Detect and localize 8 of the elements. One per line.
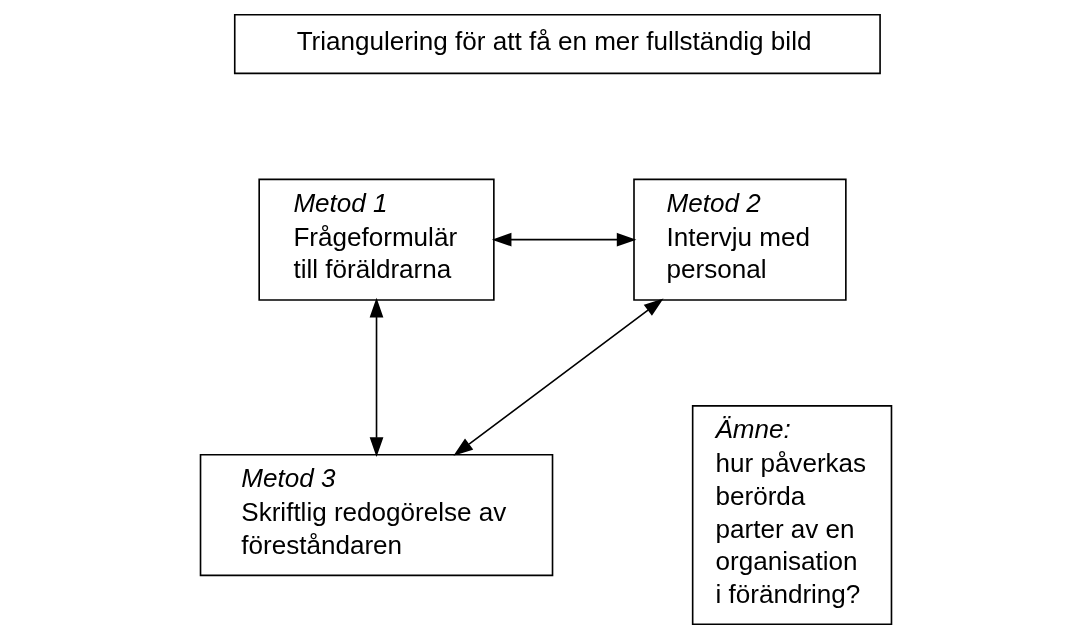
node-box: Ämne: hur påverkas berörda parter av en organisation i förändring?: [691, 405, 892, 626]
arrow: [491, 232, 636, 247]
arrow: [369, 297, 383, 457]
node-box: Triangulering för att få en mer fullständig bild: [233, 13, 881, 75]
node-box: Metod 1 Frågeformulär till föräldrarna: [257, 178, 495, 301]
node-box: Metod 3 Skriftlig redogörelse av föreståndaren: [199, 453, 553, 577]
node-box: Metod 2 Intervju med personal: [632, 178, 847, 301]
arrow: [452, 298, 663, 456]
